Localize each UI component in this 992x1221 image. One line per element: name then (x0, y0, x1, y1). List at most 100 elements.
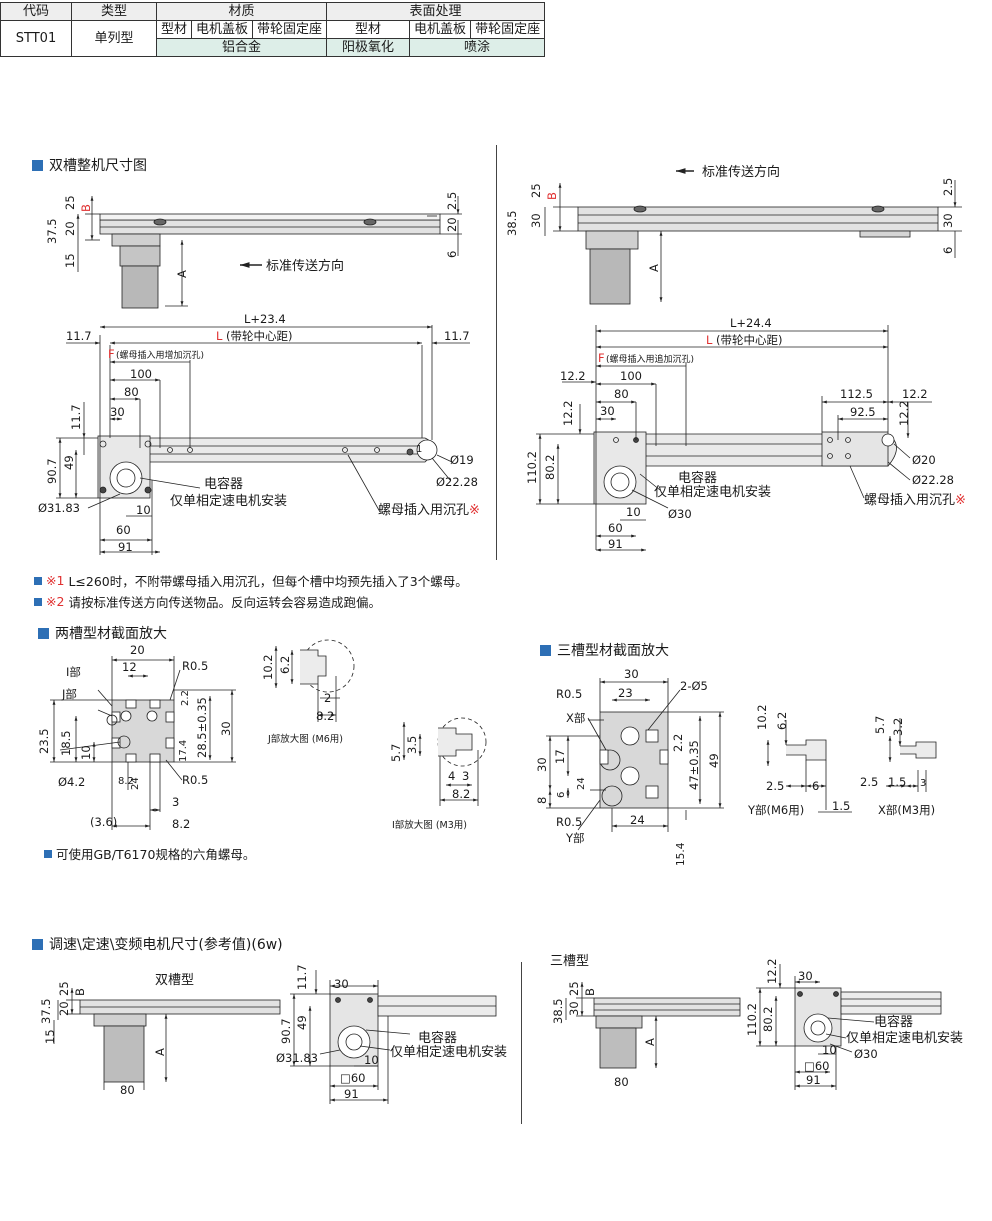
s-dim-20: 20 (130, 643, 145, 657)
dim-15: 15 (63, 253, 77, 268)
dim-11-7-left: 11.7 (66, 329, 92, 343)
j-dim-10-2: 10.2 (261, 654, 275, 680)
dim-l: L (216, 329, 223, 343)
dim-30-rr: 30 (941, 213, 955, 228)
mt-dim-110-2: 110.2 (745, 1003, 759, 1036)
x-dim-3-2: 3.2 (891, 718, 905, 736)
t-dim-47: 47±0.35 (687, 740, 701, 790)
note-3: 可使用GB/T6170规格的六角螺母。 (44, 844, 255, 863)
t-dim-30v: 30 (535, 757, 549, 772)
s-dim-18-5: 18.5 (59, 730, 73, 756)
dim-l-desc: (带轮中心距) (226, 329, 292, 343)
t-dim-2-2: 2.2 (671, 734, 685, 752)
divider-vertical (496, 145, 497, 560)
section-three-slot: 三槽型材截面放大 (540, 640, 669, 660)
dim-100: 100 (130, 367, 152, 381)
mt-letter-a: A (643, 1038, 657, 1046)
dim-30c: Ø30 (668, 507, 692, 521)
label-i-part: I部 (66, 665, 81, 679)
mt-dim-30t: 30 (798, 969, 813, 983)
m-dim-37-5: 37.5 (39, 998, 53, 1024)
j-dim-8-2: 8.2 (316, 709, 334, 723)
t-dim-24h: 24 (630, 813, 645, 827)
t-dim-r05: R0.5 (556, 687, 582, 701)
m-capacitor: 电容器 (418, 1030, 457, 1046)
t-dim-6: 6 (556, 792, 567, 798)
y-dim-10-2: 10.2 (755, 704, 769, 730)
m-letter-a: A (153, 1048, 167, 1056)
i-dim-5-7: 5.7 (389, 744, 403, 762)
mt-dim-10: 10 (822, 1043, 837, 1057)
dim-91-r: 91 (608, 537, 623, 551)
cell-paint: 喷涂 (409, 38, 546, 57)
dim-80-r: 80 (614, 387, 629, 401)
i-dim-8-2: 8.2 (452, 787, 470, 801)
mt-dim-25: 25 (567, 981, 581, 996)
dim-l-desc-r: (带轮中心距) (716, 333, 782, 347)
m-capacitor-note: 仅单相定速电机安装 (390, 1045, 507, 1060)
m-dim-91: 91 (344, 1087, 359, 1101)
square-bullet-icon (44, 849, 52, 858)
section-title: 两槽型材截面放大 (55, 626, 167, 642)
m-dim-31-83: Ø31.83 (276, 1051, 318, 1065)
capacitor-label: 电容器 (204, 476, 243, 492)
pulley-mark: 1 (416, 444, 422, 455)
dim-l-total-r: L+24.4 (730, 316, 772, 330)
f-desc: (螺母插入用增加沉孔) (116, 349, 204, 361)
note-mark: ※2 (46, 594, 65, 609)
dim-92-5: 92.5 (850, 405, 876, 419)
s-dim-r05b: R0.5 (182, 773, 208, 787)
mt-capacitor: 电容器 (874, 1014, 913, 1030)
s-dim-30: 30 (219, 721, 233, 736)
two-slot-section (50, 639, 487, 830)
j-dim-2: 2 (324, 691, 331, 705)
dim-10: 10 (136, 503, 151, 517)
mt-dim-30: 30 (567, 1001, 581, 1016)
cell-type: 单列型 (71, 20, 157, 57)
s-dim-3-6: (3.6) (90, 815, 117, 829)
motor-top-double (290, 970, 497, 1104)
mt-dim-60: □60 (804, 1059, 830, 1073)
mt-letter-b: B (583, 988, 597, 996)
mt-dim-91: 91 (806, 1073, 821, 1087)
y-dim-1-5: 1.5 (832, 799, 850, 813)
square-bullet-icon (34, 576, 42, 585)
capacitor-note: 仅单相定速电机安装 (170, 494, 287, 509)
note-text: L≤260时，不附带螺母插入用沉孔，但每个槽中均预先插入了3个螺母。 (68, 574, 468, 589)
motor-side-triple (565, 982, 741, 1069)
s-dim-8-2b: 8.2 (172, 817, 190, 831)
dim-49: 49 (62, 455, 76, 470)
dim-2-5: 2.5 (445, 192, 459, 210)
m-dim-20: 20 (57, 1001, 71, 1016)
s-dim-17-4: 17.4 (178, 740, 189, 762)
mt-dim-12-2: 12.2 (765, 958, 779, 984)
divider-vertical (521, 962, 522, 1124)
dim-110-2: 110.2 (525, 451, 539, 484)
spec-table: 代码 类型 材质 表面处理 STT01 单列型 型材 电机盖板 带轮固定座 型材… (0, 2, 546, 57)
motor-top-triple (756, 964, 942, 1090)
i-dim-3-5: 3.5 (405, 736, 419, 754)
dim-10-r: 10 (626, 505, 641, 519)
s-dim-3: 3 (172, 795, 179, 809)
label-j-part: J部 (61, 687, 77, 701)
cell-anodize: 阳极氧化 (326, 38, 411, 57)
s-dim-10: 10 (79, 745, 93, 760)
sub-mat-profile: 型材 (155, 20, 193, 39)
dim-80: 80 (124, 385, 139, 399)
sub-sur-cover: 电机盖板 (409, 20, 472, 39)
capacitor-label-r: 电容器 (678, 470, 717, 486)
x-dim-3: 3 (920, 778, 926, 789)
i-dim-4: 4 (448, 769, 455, 783)
x-dim-5-7: 5.7 (873, 716, 887, 734)
f-label-r: F (598, 351, 605, 365)
letter-b: B (79, 204, 93, 212)
y-dim-6: 6 (812, 779, 819, 793)
side-view-double (76, 196, 462, 309)
square-bullet-icon (34, 597, 42, 606)
mt-dim-80-2: 80.2 (761, 1006, 775, 1032)
i-dim-3: 3 (462, 769, 469, 783)
direction-label: 标准传送方向 (266, 258, 344, 274)
label-x-part: X部 (566, 711, 585, 725)
